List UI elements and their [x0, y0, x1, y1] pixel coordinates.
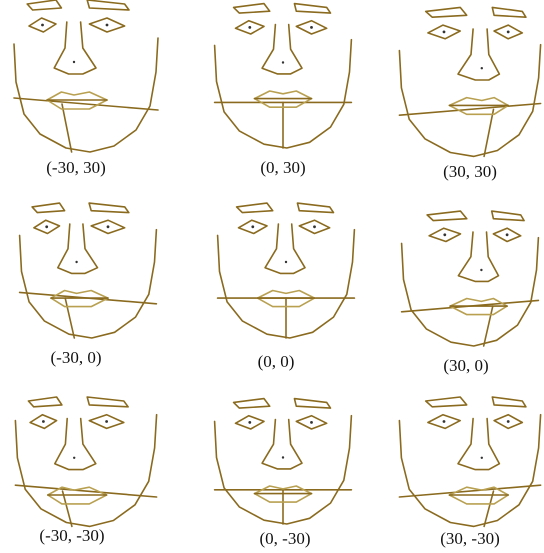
- face-8: [215, 399, 352, 524]
- jaw-contour: [15, 415, 156, 527]
- label-yaw-minus30-pitch-0: (-30, 0): [51, 348, 102, 368]
- left-eyebrow: [234, 4, 270, 14]
- right-pupil: [107, 225, 110, 228]
- nose: [262, 25, 302, 74]
- right-eyebrow: [492, 211, 524, 221]
- label-yaw-0-pitch-30: (0, 30): [260, 158, 305, 178]
- right-eyebrow: [89, 203, 129, 213]
- left-eyebrow: [237, 203, 273, 213]
- label-yaw-30-pitch-30: (30, 30): [443, 162, 497, 182]
- right-pupil: [310, 26, 313, 29]
- nose: [458, 29, 499, 80]
- jaw-contour: [402, 238, 539, 346]
- nose-tip: [480, 269, 482, 271]
- label-yaw-30-pitch-minus30: (30, -30): [440, 529, 499, 549]
- left-pupil: [248, 26, 251, 29]
- nose-tip: [285, 261, 287, 263]
- left-eyebrow: [426, 397, 467, 407]
- right-eyebrow: [294, 4, 330, 14]
- jaw-contour: [14, 38, 158, 152]
- left-pupil: [443, 31, 446, 34]
- nose: [458, 232, 498, 281]
- face-5: [218, 203, 355, 338]
- nose: [265, 224, 305, 273]
- face-4: [20, 203, 157, 338]
- right-pupil: [106, 24, 109, 27]
- label-yaw-minus30-pitch-minus30: (-30, -30): [39, 526, 104, 546]
- nose-tip: [75, 261, 77, 263]
- face-9: [399, 397, 540, 526]
- left-pupil: [443, 233, 446, 236]
- nose-tip: [73, 457, 75, 459]
- left-pupil: [248, 421, 251, 424]
- right-pupil: [507, 31, 510, 34]
- right-pupil: [507, 420, 510, 423]
- right-pupil: [506, 233, 509, 236]
- left-pupil: [443, 420, 446, 423]
- left-pupil: [41, 24, 44, 27]
- right-eyebrow: [492, 397, 526, 407]
- right-eyebrow: [297, 203, 333, 213]
- left-pupil: [251, 225, 254, 228]
- nose-tip: [282, 61, 284, 63]
- face-2: [215, 4, 352, 148]
- label-yaw-30-pitch-0: (30, 0): [443, 356, 488, 376]
- chin-midline: [62, 104, 72, 152]
- nose: [262, 420, 302, 469]
- nose-tip: [73, 61, 75, 63]
- label-yaw-minus30-pitch-30: (-30, 30): [46, 158, 105, 178]
- nose: [58, 224, 98, 273]
- nose: [55, 419, 96, 470]
- face-7: [15, 397, 156, 526]
- left-eyebrow: [234, 399, 270, 409]
- jaw-contour: [399, 415, 540, 527]
- nose: [458, 419, 499, 470]
- nose: [54, 22, 96, 74]
- left-eyebrow: [28, 397, 62, 407]
- nose-tip: [282, 456, 284, 458]
- nose-tip: [481, 457, 483, 459]
- face-3: [399, 7, 540, 156]
- left-eyebrow: [426, 7, 467, 17]
- left-pupil: [45, 225, 48, 228]
- label-yaw-0-pitch-minus30: (0, -30): [260, 529, 311, 549]
- right-pupil: [310, 421, 313, 424]
- face-6: [402, 211, 539, 346]
- nose-tip: [481, 67, 483, 69]
- left-eyebrow: [27, 0, 61, 10]
- jaw-contour: [399, 45, 540, 157]
- face-1: [14, 0, 158, 152]
- right-pupil: [105, 420, 108, 423]
- left-pupil: [42, 420, 45, 423]
- right-eyebrow: [87, 0, 129, 10]
- right-eyebrow: [294, 399, 330, 409]
- left-eyebrow: [32, 203, 65, 213]
- right-eyebrow: [492, 7, 526, 17]
- jaw-contour: [20, 230, 157, 338]
- right-eyebrow: [87, 397, 128, 407]
- left-eyebrow: [427, 211, 467, 221]
- chin-midline: [484, 306, 493, 346]
- right-pupil: [313, 225, 316, 228]
- label-yaw-0-pitch-0: (0, 0): [258, 352, 295, 372]
- chin-midline: [484, 109, 493, 156]
